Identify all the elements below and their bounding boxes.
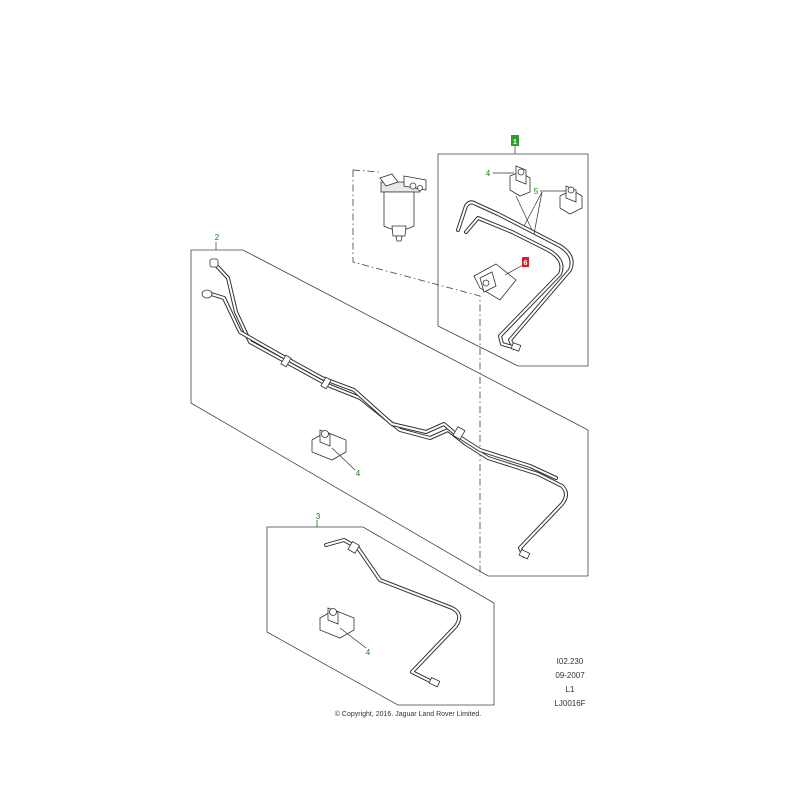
fuel-pipes-group-2	[201, 258, 568, 560]
callout-clip-a[interactable]: 4	[486, 169, 491, 178]
fuel-pipes-group-1	[456, 200, 574, 352]
callout-clip-d[interactable]: 4	[366, 648, 371, 657]
fuel-filter	[379, 173, 427, 242]
ref-code: LJ0016F	[554, 699, 585, 708]
svg-text:6: 6	[524, 260, 528, 267]
bracket-group1	[473, 263, 517, 301]
callout-clip-b[interactable]: 5	[534, 187, 539, 196]
clip-group3	[319, 607, 355, 639]
copyright-notice: © Copyright, 2016. Jaguar Land Rover Lim…	[335, 710, 481, 718]
frame-group-3	[266, 526, 495, 706]
leader-lines	[215, 146, 566, 649]
callout-group-3[interactable]: 3	[316, 512, 321, 521]
ref-date: 09-2007	[555, 671, 585, 680]
clip-group1-a	[509, 165, 531, 197]
guide-line-upper	[352, 169, 481, 576]
callout-bracket[interactable]: 6	[522, 257, 529, 267]
ref-number: I02.230	[557, 657, 584, 666]
callout-group-2[interactable]: 2	[215, 233, 220, 242]
svg-text:1: 1	[513, 139, 517, 146]
clip-group2	[311, 429, 347, 461]
clip-group1-b	[559, 185, 583, 215]
frame-group-2	[190, 249, 589, 577]
frame-group-1	[437, 153, 589, 367]
callout-group-1[interactable]: 1	[511, 135, 519, 146]
fuel-pipe-group-3	[324, 538, 462, 688]
ref-level: L1	[566, 685, 575, 694]
callout-clip-c[interactable]: 4	[356, 469, 361, 478]
